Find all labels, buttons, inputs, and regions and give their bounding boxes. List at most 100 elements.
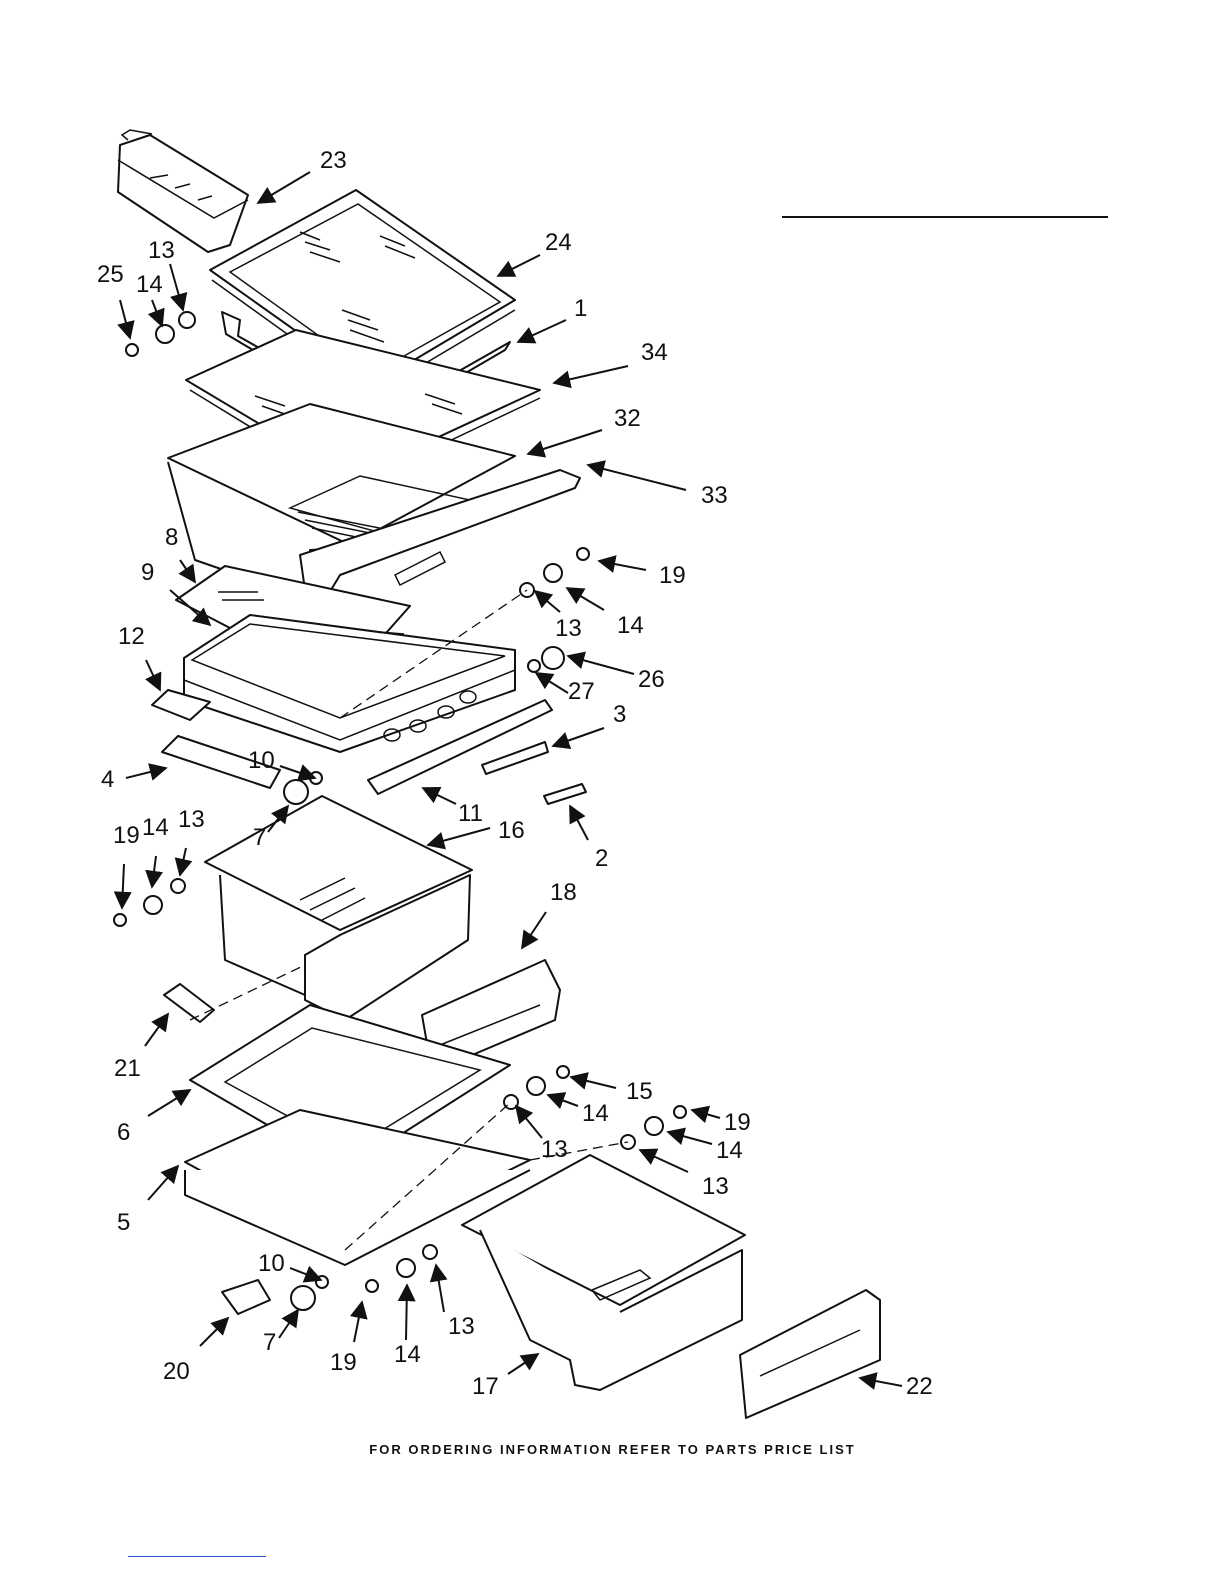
callout-18: 18 xyxy=(522,879,577,948)
callout-10: 10 xyxy=(248,747,315,778)
callout-number: 5 xyxy=(117,1209,130,1236)
callout-arrow xyxy=(567,588,604,610)
callout-14: 14 xyxy=(548,1095,609,1127)
callout-number: 7 xyxy=(253,824,266,851)
callout-arrow xyxy=(148,1166,178,1200)
footer-note: FOR ORDERING INFORMATION REFER TO PARTS … xyxy=(0,1442,1225,1457)
callout-17: 17 xyxy=(472,1354,538,1400)
callout-arrow xyxy=(571,1077,616,1088)
callout-number: 25 xyxy=(97,261,124,288)
callout-14: 14 xyxy=(394,1285,421,1368)
callout-arrow xyxy=(152,300,162,326)
callout-24: 24 xyxy=(498,229,572,276)
callout-arrow xyxy=(535,591,560,612)
callout-arrow xyxy=(290,1268,321,1280)
callout-19: 19 xyxy=(692,1109,751,1136)
callout-number: 13 xyxy=(148,237,175,264)
callout-number: 16 xyxy=(498,817,525,844)
callout-arrow xyxy=(860,1378,902,1386)
callout-number: 14 xyxy=(716,1137,743,1164)
callout-number: 3 xyxy=(613,701,626,728)
callout-arrow xyxy=(200,1318,228,1346)
callout-arrow xyxy=(145,1014,168,1046)
callout-arrow xyxy=(148,1090,190,1116)
callout-number: 1 xyxy=(574,295,587,322)
callout-arrow xyxy=(436,1265,444,1312)
callout-arrow xyxy=(279,1310,298,1338)
callout-arrow xyxy=(516,1106,542,1138)
callout-number: 15 xyxy=(626,1078,653,1105)
callout-number: 24 xyxy=(545,229,572,256)
callout-number: 12 xyxy=(118,623,145,650)
callout-number: 14 xyxy=(582,1100,609,1127)
callout-arrow xyxy=(180,560,195,582)
callout-arrow xyxy=(180,848,186,875)
callout-number: 20 xyxy=(163,1358,190,1385)
callout-10: 10 xyxy=(258,1250,321,1280)
callout-number: 19 xyxy=(113,822,140,849)
callout-number: 22 xyxy=(906,1373,933,1400)
part-5-pan-frame xyxy=(185,1110,530,1265)
callout-arrow xyxy=(152,856,156,887)
part-23-bin xyxy=(118,130,248,252)
callout-number: 14 xyxy=(136,271,163,298)
callout-arrow xyxy=(536,673,568,693)
callout-number: 26 xyxy=(638,666,665,693)
part-21-clip xyxy=(164,984,214,1022)
bottom-link-line xyxy=(128,1556,266,1557)
callout-14: 14 xyxy=(142,814,169,887)
callout-arrow xyxy=(428,828,490,845)
callout-number: 13 xyxy=(448,1313,475,1340)
callout-arrow xyxy=(554,366,628,383)
callout-number: 13 xyxy=(178,806,205,833)
callout-number: 21 xyxy=(114,1055,141,1082)
callout-arrow xyxy=(508,1354,538,1374)
callout-19: 19 xyxy=(113,822,140,908)
callout-number: 17 xyxy=(472,1373,499,1400)
callout-22: 22 xyxy=(860,1373,933,1400)
callout-arrow xyxy=(423,788,456,804)
callout-number: 14 xyxy=(142,814,169,841)
callout-number: 34 xyxy=(641,339,668,366)
callout-14: 14 xyxy=(136,271,163,326)
callout-number: 19 xyxy=(659,562,686,589)
part-2-clip xyxy=(544,784,586,804)
callout-arrow xyxy=(570,806,588,840)
callout-number: 19 xyxy=(330,1349,357,1376)
callout-25: 25 xyxy=(97,261,130,338)
callout-arrow xyxy=(568,656,634,674)
callout-number: 14 xyxy=(617,612,644,639)
callout-arrow xyxy=(692,1110,720,1118)
callout-19: 19 xyxy=(599,561,686,589)
callout-11: 11 xyxy=(423,788,483,827)
callout-5: 5 xyxy=(117,1166,178,1236)
part-20-cover xyxy=(222,1280,270,1314)
callout-arrow xyxy=(170,264,183,310)
callout-13: 13 xyxy=(535,591,582,642)
callout-number: 19 xyxy=(724,1109,751,1136)
callout-34: 34 xyxy=(554,339,668,383)
callout-arrow xyxy=(599,561,646,570)
callout-number: 32 xyxy=(614,405,641,432)
callout-12: 12 xyxy=(118,623,160,690)
callout-7: 7 xyxy=(263,1310,298,1356)
callout-number: 14 xyxy=(394,1341,421,1368)
callout-20: 20 xyxy=(163,1318,228,1385)
callout-13: 13 xyxy=(516,1106,568,1163)
callout-arrow xyxy=(640,1150,688,1172)
callout-arrow xyxy=(120,300,130,338)
part-16-drawer xyxy=(205,796,472,1020)
callout-33: 33 xyxy=(588,465,728,509)
callout-3: 3 xyxy=(553,701,626,746)
callout-arrow xyxy=(122,864,124,908)
callout-number: 8 xyxy=(165,524,178,551)
callout-arrow xyxy=(498,255,540,276)
callout-arrow xyxy=(280,766,315,778)
callout-13: 13 xyxy=(436,1265,475,1340)
callout-number: 7 xyxy=(263,1329,276,1356)
callout-4: 4 xyxy=(101,766,166,793)
callout-32: 32 xyxy=(528,405,641,454)
callout-number: 27 xyxy=(568,678,595,705)
part-22-drawer-front xyxy=(740,1290,880,1418)
